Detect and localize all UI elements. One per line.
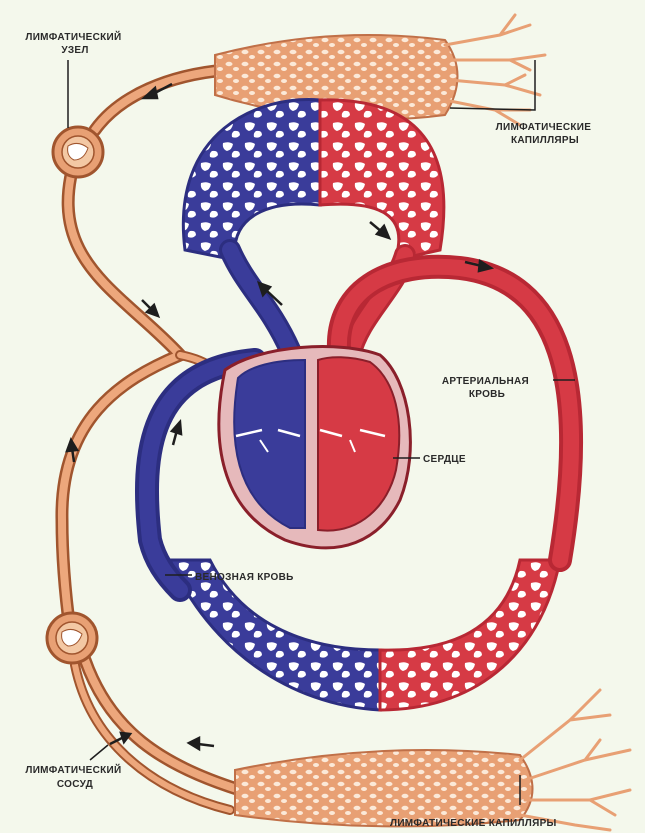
label-venous-blood: ВЕНОЗНАЯ КРОВЬ <box>195 572 294 583</box>
arrow-icon <box>189 738 214 749</box>
label-lymph-capillaries-bottom: ЛИМФАТИЧЕСКИЕ КАПИЛЛЯРЫ <box>390 818 557 829</box>
arrow-icon <box>370 222 389 238</box>
label-lymph-capillaries-top: ЛИМФАТИЧЕСКИЕ КАПИЛЛЯРЫ <box>496 122 595 146</box>
lymph-node-bottom <box>47 613 97 663</box>
label-lymph-node: ЛИМФАТИЧЕСКИЙ УЗЕЛ <box>25 30 124 56</box>
lymph-node-top <box>53 127 103 177</box>
lymph-vessel-top <box>95 70 225 130</box>
arrow-icon <box>172 422 181 445</box>
heart <box>219 347 411 548</box>
lymph-capillaries-bottom-bed <box>235 690 630 830</box>
label-heart: СЕРДЦЕ <box>423 454 466 465</box>
label-lymph-vessel: ЛИМФАТИЧЕСКИЙ СОСУД <box>25 763 124 790</box>
pulmonary-capillaries <box>183 100 444 260</box>
label-arterial-blood: АРТЕРИАЛЬНАЯ КРОВЬ <box>442 376 532 400</box>
